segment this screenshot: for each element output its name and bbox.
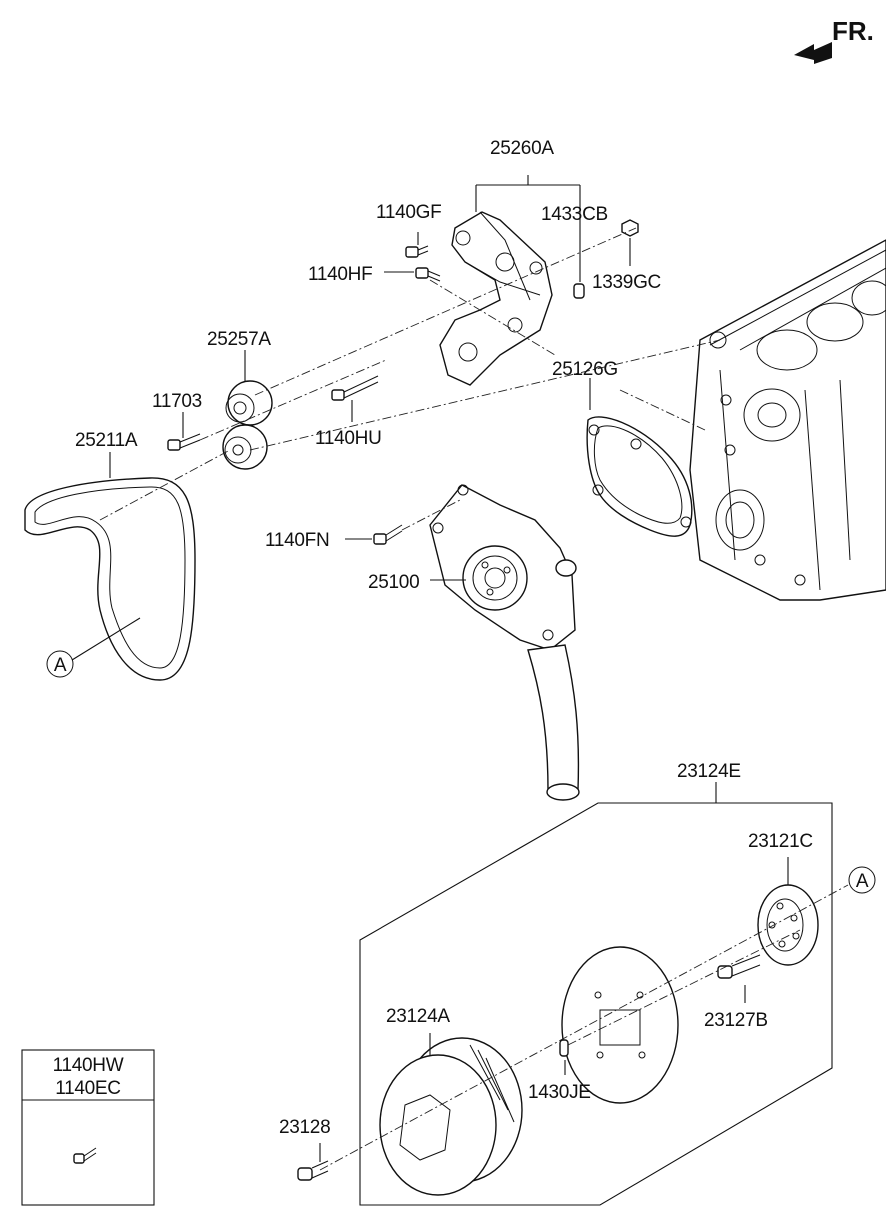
legend-line-2: 1140EC — [55, 1078, 120, 1099]
nut-1339gc-icon — [621, 219, 639, 237]
water-pump-25100 — [429, 484, 580, 801]
assembly-lines-upper — [99, 227, 721, 531]
bolt-23128-icon — [297, 1160, 329, 1181]
callout-25257a: 25257A — [207, 329, 271, 350]
callout-1430je: 1430JE — [528, 1082, 591, 1103]
callout-1140hu: 1140HU — [315, 428, 382, 449]
idler-pulley-25257a — [225, 380, 273, 426]
pin-1430je-icon — [559, 1039, 569, 1057]
front-arrow-icon — [794, 42, 832, 64]
callout-a-lower: A — [856, 871, 869, 892]
sleeve-1433cb-icon — [573, 283, 585, 299]
callout-1433cb: 1433CB — [541, 204, 608, 225]
callout-1140gf: 1140GF — [376, 202, 441, 223]
front-direction-label: FR. — [832, 16, 874, 46]
callout-25260a: 25260A — [490, 138, 554, 159]
crank-pulley-23124a — [379, 1037, 523, 1196]
callout-25211a: 25211A — [75, 430, 138, 451]
callout-23121c: 23121C — [748, 831, 813, 852]
callout-23127b: 23127B — [704, 1010, 768, 1031]
callout-labels: 25260A 1140GF 1433CB 1140HF 1339GC 25257… — [54, 138, 869, 1138]
reference-circle-a — [46, 650, 74, 678]
bolt-11703-icon — [167, 433, 201, 451]
assembly-lines-lower — [319, 884, 849, 1171]
hub-23121c — [757, 884, 819, 966]
plate-disc — [561, 946, 679, 1104]
leader-lines-lower — [319, 857, 876, 1162]
engine-block — [689, 239, 886, 601]
bolt-1140gf-icon — [405, 245, 429, 258]
callout-25100: 25100 — [368, 572, 419, 593]
leader-lines-upper — [46, 175, 631, 678]
bolt-1140fn-icon — [373, 524, 403, 545]
callout-23128: 23128 — [279, 1117, 330, 1138]
legend-line-1: 1140HW — [53, 1055, 124, 1076]
callout-23124a: 23124A — [386, 1006, 450, 1027]
crank-pulley-assembly-frame — [359, 782, 833, 1206]
bracket-25260a — [439, 211, 553, 386]
callout-a-upper: A — [54, 655, 67, 676]
callout-1140hf: 1140HF — [308, 264, 372, 285]
bolt-23127b-icon — [717, 954, 761, 979]
callout-1140fn: 1140FN — [265, 530, 329, 551]
drive-belt-25211a — [24, 477, 196, 681]
front-direction-indicator: FR. — [794, 16, 874, 64]
callout-25126g: 25126G — [552, 359, 618, 380]
callout-23124e: 23124E — [677, 761, 741, 782]
callout-1339gc: 1339GC — [592, 272, 661, 293]
bolt-1140hu-icon — [331, 375, 379, 401]
callout-11703: 11703 — [152, 391, 202, 412]
reference-circle-a-lower — [848, 866, 876, 894]
bolt-1140hf-icon — [415, 267, 441, 282]
idler-pulley-lower — [222, 424, 268, 470]
legend-box: 1140HW 1140EC — [21, 1049, 155, 1206]
gasket-25126g — [586, 416, 693, 537]
legend-bolt-icon — [73, 1147, 97, 1164]
